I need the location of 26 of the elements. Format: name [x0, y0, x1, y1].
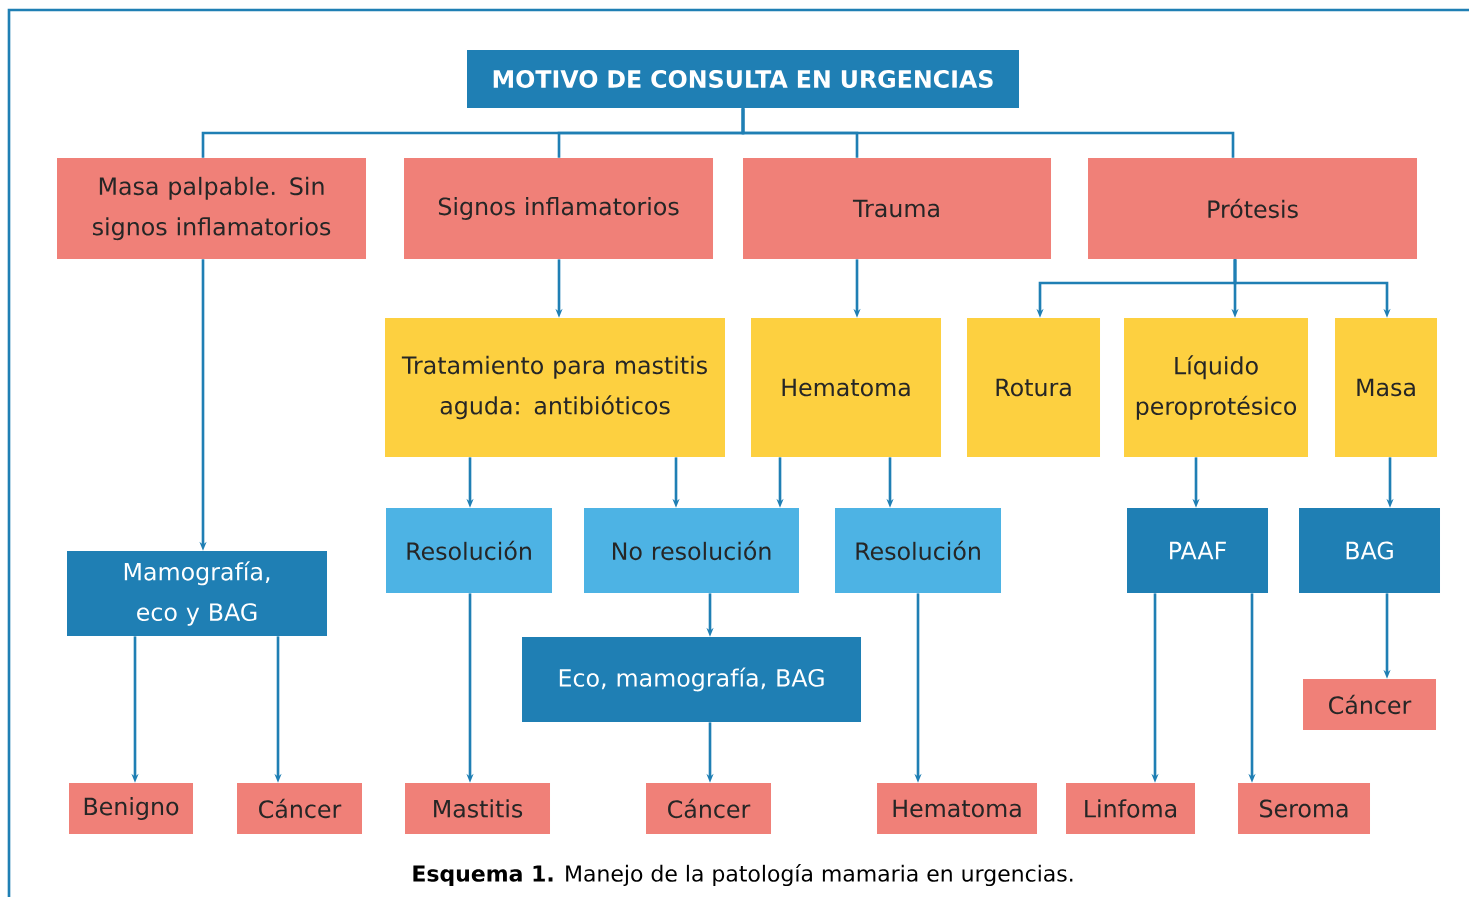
finding-box: Signos inflamatorios	[404, 158, 713, 259]
title-box: MOTIVO DE CONSULTA EN URGENCIAS	[467, 50, 1019, 108]
diagnosis-box: Masa	[1335, 318, 1437, 457]
diagnosis-box: Hematoma	[751, 318, 941, 457]
finding-box: Trauma	[743, 158, 1051, 259]
outcome-box: Resolución	[386, 508, 552, 593]
diagnosis-box: Líquido peroprotésico	[1124, 318, 1308, 457]
finding-box: Prótesis	[1088, 158, 1417, 259]
finding-box: Benigno	[69, 783, 193, 834]
test-box: PAAF	[1127, 508, 1268, 593]
finding-box: Cáncer	[646, 783, 771, 834]
finding-box: Linfoma	[1066, 783, 1195, 834]
finding-box: Cáncer	[237, 783, 362, 834]
finding-box: Masa palpable. Sin signos inflamatorios	[57, 158, 366, 259]
finding-box: Cáncer	[1303, 679, 1436, 730]
finding-box: Mastitis	[405, 783, 550, 834]
diagnosis-box: Tratamiento para mastitis aguda: antibióticos	[385, 318, 725, 457]
test-box: BAG	[1299, 508, 1440, 593]
caption: Esquema 1. Manejo de la patología mamaria en urgencias.	[413, 863, 1073, 887]
finding-box: Hematoma	[877, 783, 1037, 834]
diagnosis-box: Rotura	[967, 318, 1100, 457]
test-box: Eco, mamografía, BAG	[522, 637, 861, 722]
test-box: Mamografía, eco y BAG	[67, 551, 327, 636]
finding-box: Seroma	[1238, 783, 1370, 834]
outcome-box: No resolución	[584, 508, 799, 593]
outcome-box: Resolución	[835, 508, 1001, 593]
